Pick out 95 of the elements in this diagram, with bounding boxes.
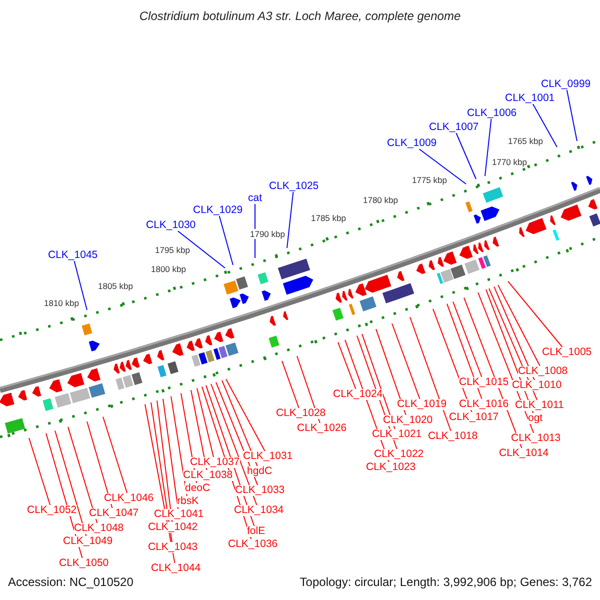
gene-label: CLK_1036 xyxy=(228,539,278,550)
leader-line xyxy=(177,230,226,268)
gene-label: deoC xyxy=(185,483,210,494)
leader-line xyxy=(210,383,258,506)
gene-label: CLK_1046 xyxy=(104,493,154,504)
gene-label: CLK_1026 xyxy=(297,423,347,434)
gene-label: ogt xyxy=(528,413,543,424)
leader-line xyxy=(376,328,406,416)
leader-line xyxy=(282,360,300,408)
position-label: 1795 kbp xyxy=(155,245,190,255)
leader-line xyxy=(532,104,558,148)
gene-label: hgdC xyxy=(247,466,272,477)
leader-line xyxy=(86,420,113,508)
gene-label: CLK_1015 xyxy=(459,377,509,388)
leader-line xyxy=(222,380,258,466)
genome-summary: Topology: circular; Length: 3,992,906 bp; Genes: 3,762 xyxy=(300,575,592,589)
gene-label: CLK_1008 xyxy=(518,366,568,377)
leader-line xyxy=(452,301,482,378)
leader-line xyxy=(196,388,214,458)
gene-label: CLK_1047 xyxy=(89,508,139,519)
gene-label: CLK_1043 xyxy=(148,542,198,553)
gene-label: CLK_1029 xyxy=(193,205,243,216)
gene-label: rbsK xyxy=(177,496,199,507)
gene-label: CLK_1028 xyxy=(276,408,326,419)
gene-label: CLK_1017 xyxy=(449,412,499,423)
position-label: 1770 kbp xyxy=(492,157,527,167)
leader-line xyxy=(498,284,540,366)
position-label: 1765 kbp xyxy=(508,136,543,146)
gene-label: CLK_1033 xyxy=(235,485,285,496)
position-label: 1805 kbp xyxy=(98,281,133,291)
position-label: 1810 kbp xyxy=(44,298,79,308)
gene-label: CLK_1052 xyxy=(27,505,77,516)
gene-label: CLK_0999 xyxy=(541,79,591,90)
gene-label: CLK_1009 xyxy=(387,138,437,149)
gene-label: CLK_1011 xyxy=(515,400,564,411)
leader-line xyxy=(446,303,482,400)
leader-line xyxy=(484,118,492,176)
leader-line xyxy=(190,390,208,470)
gene-label: CLK_1038 xyxy=(183,470,233,481)
gene-label: CLK_1022 xyxy=(374,449,424,460)
leader-line xyxy=(566,90,578,142)
gene-label: CLK_1005 xyxy=(542,347,592,358)
gene-label: CLK_1037 xyxy=(190,457,240,468)
leader-line xyxy=(392,322,420,400)
leader-line xyxy=(102,416,128,494)
leader-line xyxy=(74,260,88,310)
gene-label: CLK_1042 xyxy=(148,522,198,533)
leader-line xyxy=(162,398,179,510)
gene-label: CLK_1048 xyxy=(74,523,124,534)
gene-label: CLK_1018 xyxy=(428,431,478,442)
accession-label: Accession: NC_010520 xyxy=(8,575,134,589)
gene-label: CLK_1020 xyxy=(383,415,433,426)
leader-line xyxy=(28,438,51,506)
leader-line xyxy=(338,342,356,390)
gene-label: CLK_1021 xyxy=(372,429,422,440)
gene-label: CLK_1001 xyxy=(505,93,555,104)
position-label: 1775 kbp xyxy=(412,175,447,185)
gene-label: CLK_1041 xyxy=(154,509,204,520)
leader-line xyxy=(156,400,173,522)
map-title: Clostridium botulinum A3 str. Loch Maree, complete genome xyxy=(139,9,461,23)
leader-line xyxy=(218,216,234,266)
gene-label: CLK_1025 xyxy=(269,181,319,192)
gene-label: CLK_1023 xyxy=(366,462,416,473)
leader-line xyxy=(494,286,535,380)
gene-label: cat xyxy=(248,193,262,204)
leader-line xyxy=(68,426,98,524)
leader-line xyxy=(508,280,563,348)
gene-label: CLK_1049 xyxy=(63,536,113,547)
gene-label: CLK_1006 xyxy=(467,108,517,119)
gene-label: CLK_1031 xyxy=(243,451,293,462)
gene-label: CLK_1045 xyxy=(48,250,98,261)
position-label: 1780 kbp xyxy=(363,195,398,205)
gene-label: CLK_1013 xyxy=(511,433,561,444)
gene-label: folE xyxy=(247,526,266,537)
gene-label: CLK_1010 xyxy=(512,380,562,391)
leader-line xyxy=(286,192,294,248)
gene-label: CLK_1024 xyxy=(333,389,383,400)
leader-line xyxy=(418,148,466,184)
leader-line xyxy=(456,132,476,180)
leader-line xyxy=(410,316,452,432)
gene-label: CLK_1014 xyxy=(499,448,549,459)
gene-label: CLK_1034 xyxy=(234,505,284,516)
gene-label: CLK_1030 xyxy=(146,220,196,231)
gene-label: CLK_1050 xyxy=(59,558,109,569)
leader-line xyxy=(54,430,87,536)
gene-label: CLK_1016 xyxy=(459,399,509,410)
leader-line xyxy=(226,378,266,452)
leader-line xyxy=(170,396,188,496)
gene-label: CLK_1007 xyxy=(429,122,479,133)
gene-label: CLK_1019 xyxy=(397,399,447,410)
position-label: 1800 kbp xyxy=(151,264,186,274)
position-label: 1790 kbp xyxy=(250,229,285,239)
leader-line xyxy=(362,333,396,430)
position-label: 1785 kbp xyxy=(311,213,346,223)
gene-label: CLK_1044 xyxy=(151,563,201,574)
